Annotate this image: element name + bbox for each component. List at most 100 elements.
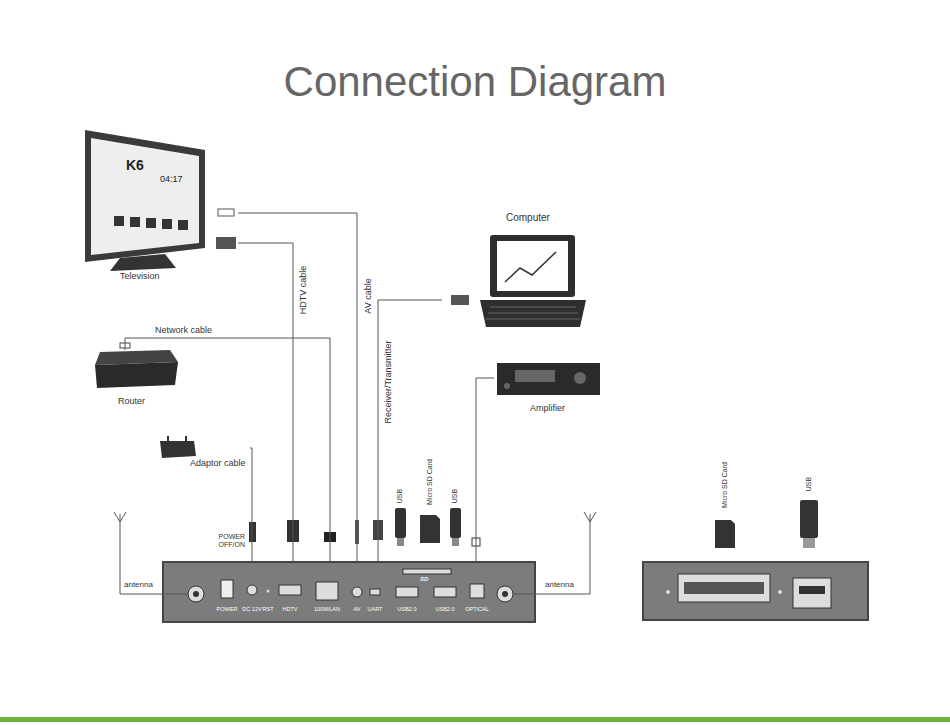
sd-logo: SD — [420, 576, 428, 583]
television-picture — [85, 130, 236, 271]
footer-bar — [0, 717, 950, 722]
reset-hole — [267, 590, 270, 593]
cable-label: Network cable — [155, 325, 212, 335]
tv-icon — [162, 219, 172, 229]
amplifier-picture — [497, 363, 600, 395]
antenna-wire — [513, 512, 596, 594]
port-label: RST — [263, 606, 274, 612]
amplifier-body — [497, 363, 600, 395]
usb-port-inner — [799, 586, 825, 594]
screw — [666, 590, 670, 594]
port-label: HDTV — [283, 606, 298, 612]
amplifier-knob — [504, 383, 510, 389]
amplifier-knob — [574, 372, 586, 384]
main-box-picture — [163, 562, 535, 622]
port-label: POWER — [217, 606, 238, 612]
antenna-port — [188, 586, 204, 602]
antenna-label: antenna — [124, 580, 153, 589]
router-front — [95, 362, 178, 388]
cable — [476, 378, 494, 562]
plugs — [249, 508, 480, 546]
tv-screen — [91, 138, 199, 255]
tv-logo: K6 — [126, 157, 144, 173]
micro-sd-card — [420, 515, 440, 543]
cable — [250, 448, 252, 562]
tv-icon — [114, 216, 124, 226]
usb-label: USB — [451, 489, 459, 503]
cable-label: HDTV cable — [298, 266, 308, 315]
av-port — [352, 587, 362, 597]
cable-label: Receiver/Transmitter — [383, 340, 393, 423]
laptop-screen — [497, 241, 568, 291]
laptop-base — [480, 300, 586, 327]
port-label: USB2.0 — [436, 606, 455, 612]
adaptor-picture — [160, 436, 196, 458]
laptop-lid — [490, 235, 575, 297]
side-box-picture — [643, 500, 868, 620]
screw — [778, 590, 782, 594]
device-label: Router — [118, 396, 145, 406]
tv-clock: 04:17 — [160, 174, 183, 184]
box-front — [163, 562, 535, 622]
device-node: Adaptor cable — [158, 436, 250, 472]
tv-icon — [178, 220, 188, 230]
card-slot-inner — [684, 582, 764, 594]
router-picture — [95, 343, 178, 388]
box-side — [643, 562, 868, 620]
micro-sd-card — [715, 520, 735, 548]
cable — [378, 300, 442, 562]
card-slot — [678, 574, 770, 602]
tv-bezel — [85, 130, 205, 262]
lan-port — [316, 582, 338, 600]
usb-port — [793, 578, 831, 608]
tv-icon — [146, 218, 156, 228]
port-label: AV — [354, 606, 361, 612]
tv-stand — [110, 254, 176, 271]
port-label: 100M/LAN — [314, 606, 340, 612]
usb-tip — [397, 538, 404, 546]
antenna-wire — [114, 512, 188, 594]
adaptor-body — [160, 441, 196, 458]
sd-card-label: Micro SD Card — [426, 459, 434, 505]
switch-label: POWER OFF/ON — [203, 533, 245, 549]
title: Connection Diagram — [0, 58, 950, 106]
port-label: OPTICAL — [465, 606, 489, 612]
usb-tip — [452, 538, 459, 546]
antenna-label: antenna — [545, 580, 574, 589]
av-plug — [218, 209, 234, 216]
uart-port — [370, 589, 380, 595]
port-label: DC 12V — [242, 606, 261, 612]
cable — [125, 338, 330, 562]
usb-tip — [803, 538, 815, 548]
power-switch — [221, 580, 233, 598]
adaptor-prongs — [168, 436, 186, 441]
device-box: POWERDC 12VRSTHDTV100M/LANAVUARTUSB2.0US… — [163, 562, 535, 622]
usb-port — [434, 587, 456, 597]
port-label: USB2.0 — [398, 606, 417, 612]
hdmi-port — [279, 585, 301, 595]
optical-port — [470, 584, 484, 598]
device-node: Amplifier — [494, 360, 604, 416]
device-node: Router — [88, 350, 180, 408]
laptop-picture — [451, 235, 586, 327]
antenna-port-core — [193, 591, 199, 597]
sd-slot — [403, 569, 451, 574]
amplifier-display — [515, 370, 555, 382]
usb-label: USB — [396, 489, 404, 503]
antenna-port — [497, 586, 513, 602]
usb-port — [396, 587, 418, 597]
sd-card-label: Micro SD Card — [721, 462, 729, 508]
usb-stick — [450, 508, 461, 538]
hdmi-plug — [216, 237, 236, 249]
antenna-port-core — [502, 591, 508, 597]
device-label: Television — [120, 271, 160, 281]
cable — [238, 243, 293, 562]
cable-label: AV cable — [363, 278, 373, 313]
screen-chart — [505, 252, 556, 282]
usb-stick — [395, 508, 406, 538]
device-label: Amplifier — [530, 403, 565, 413]
tv-icon — [130, 217, 140, 227]
keyboard — [486, 307, 580, 319]
